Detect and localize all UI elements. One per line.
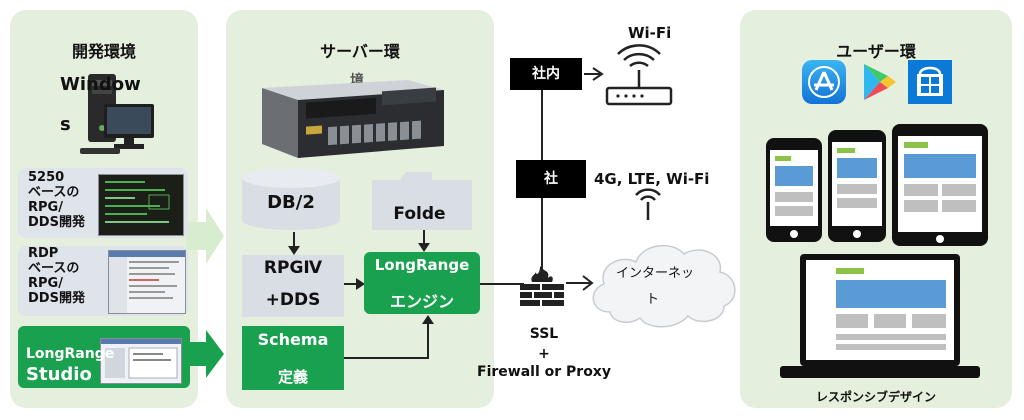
wifi-signal-icon	[628, 188, 668, 222]
db2-label: DB/2	[267, 192, 315, 213]
desktop-pc-icon	[66, 68, 156, 158]
dev-env-title: 開発環境	[71, 42, 136, 61]
dev-to-server-arrow-upper	[186, 208, 224, 264]
firewall-icon	[518, 264, 566, 308]
external-network-label: 社	[516, 160, 586, 198]
internet-cloud	[592, 244, 736, 328]
responsive-design-caption: レスポンシブデザイン	[815, 390, 936, 404]
security-label-line1: SSL	[529, 326, 559, 342]
internet-label-line2: ト	[646, 292, 660, 307]
security-label-line3: Firewall or Proxy	[477, 364, 611, 380]
internal-network-label: 社内	[510, 58, 582, 90]
engine-label-line2: エンジン	[389, 292, 454, 311]
schema-box	[242, 326, 344, 390]
dev-to-server-arrow-lower	[186, 330, 224, 378]
wifi-router-icon	[604, 44, 674, 108]
studio-label-line1: LongRange	[26, 346, 115, 362]
security-label-line2: +	[538, 346, 550, 362]
laptop-mockup	[780, 254, 980, 386]
smartphone-mockup-2	[828, 130, 886, 242]
engine-label-line1: LongRange	[374, 256, 470, 274]
longrange-engine-box	[364, 252, 480, 314]
rack-server-icon	[258, 80, 446, 160]
rpg-label: RPGⅣ	[263, 258, 323, 278]
tablet-mockup	[892, 124, 988, 246]
rpg-dds-box	[242, 255, 344, 317]
rdp-ide-thumbnail	[108, 250, 186, 314]
smartphone-mockup-1	[766, 138, 822, 242]
app-store-icon	[802, 60, 846, 104]
studio-ide-thumbnail	[100, 338, 182, 384]
card-rdp-label: RDP ベースの RPG/ DDS開発	[28, 246, 85, 306]
schema-label-line1: Schema	[257, 330, 329, 349]
external-wifi-label: 4G, LTE, Wi-Fi	[594, 170, 710, 188]
green-screen-thumbnail	[98, 174, 184, 236]
card-5250-label: 5250 ベースの RPG/ DDS開発	[28, 170, 85, 230]
windows-label-line2: s	[60, 114, 71, 135]
user-env-title: ユーザー環	[836, 42, 916, 61]
server-env-title: サーバー環	[320, 42, 400, 61]
studio-label-line2: Studio	[26, 364, 92, 385]
schema-label-line2: 定義	[277, 368, 308, 386]
internet-label-line1: インターネッ	[616, 266, 695, 281]
folder-label: Folde	[393, 204, 446, 224]
google-play-icon	[856, 60, 900, 104]
windows-label-line1: Window	[60, 74, 141, 95]
windows-store-icon	[908, 60, 952, 104]
dds-label: +DDS	[265, 290, 321, 310]
wifi-top-label: Wi-Fi	[628, 24, 672, 42]
db2-database-icon	[242, 168, 340, 230]
folder-icon	[372, 172, 472, 230]
